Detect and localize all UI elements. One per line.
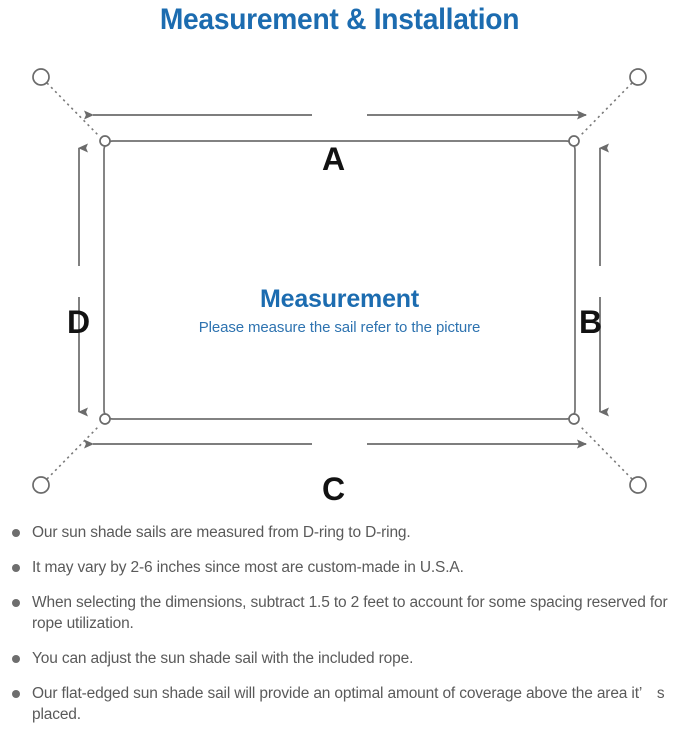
- anchor-top-left-icon: [32, 68, 50, 86]
- d-ring-top-left-icon: [99, 135, 111, 147]
- rope-top-left: [46, 82, 100, 137]
- list-item: It may vary by 2-6 inches since most are…: [0, 557, 679, 578]
- note-text: You can adjust the sun shade sail with t…: [32, 650, 414, 667]
- list-item: You can adjust the sun shade sail with t…: [0, 648, 679, 669]
- notes-list: Our sun shade sails are measured from D-…: [0, 522, 679, 739]
- page-title: Measurement & Installation: [159, 3, 520, 36]
- anchor-bottom-left-icon: [32, 476, 50, 494]
- dimension-label-d: D: [67, 304, 91, 340]
- list-item: Our flat-edged sun shade sail will provi…: [0, 683, 679, 725]
- d-ring-top-right-icon: [568, 135, 580, 147]
- diagram-canvas: [32, 68, 647, 494]
- bullet-icon: [12, 690, 20, 698]
- bullet-icon: [12, 529, 20, 537]
- note-text: Our sun shade sails are measured from D-…: [32, 524, 411, 541]
- bullet-icon: [12, 655, 20, 663]
- d-ring-bottom-left-icon: [99, 413, 111, 425]
- rope-bottom-left: [46, 425, 100, 480]
- d-ring-bottom-right-icon: [568, 413, 580, 425]
- sail-caption-heading: Measurement: [260, 285, 419, 313]
- sail-caption-subtext: Please measure the sail refer to the pic…: [198, 319, 481, 336]
- bullet-icon: [12, 564, 20, 572]
- sail-body: [103, 140, 576, 420]
- rope-top-right: [579, 82, 633, 137]
- note-text: Our flat-edged sun shade sail will provi…: [32, 685, 665, 723]
- sail-caption-block: Measurement Please measure the sail refe…: [0, 284, 679, 339]
- d-rings: [99, 135, 580, 425]
- dimension-label-b: B: [579, 304, 603, 340]
- anchor-bottom-right-icon: [629, 476, 647, 494]
- rope-lines: [46, 82, 633, 480]
- dimension-label-a: A: [322, 141, 346, 177]
- measurement-diagram: A B C D Measurement Please measure the s…: [0, 48, 679, 518]
- bullet-icon: [12, 599, 20, 607]
- rope-bottom-right: [579, 425, 633, 480]
- dimension-label-c: C: [322, 471, 346, 507]
- list-item: When selecting the dimensions, subtract …: [0, 592, 679, 634]
- anchor-top-right-icon: [629, 68, 647, 86]
- anchor-points: [32, 68, 647, 494]
- note-text: When selecting the dimensions, subtract …: [32, 594, 668, 632]
- list-item: Our sun shade sails are measured from D-…: [0, 522, 679, 543]
- note-text: It may vary by 2-6 inches since most are…: [32, 559, 464, 576]
